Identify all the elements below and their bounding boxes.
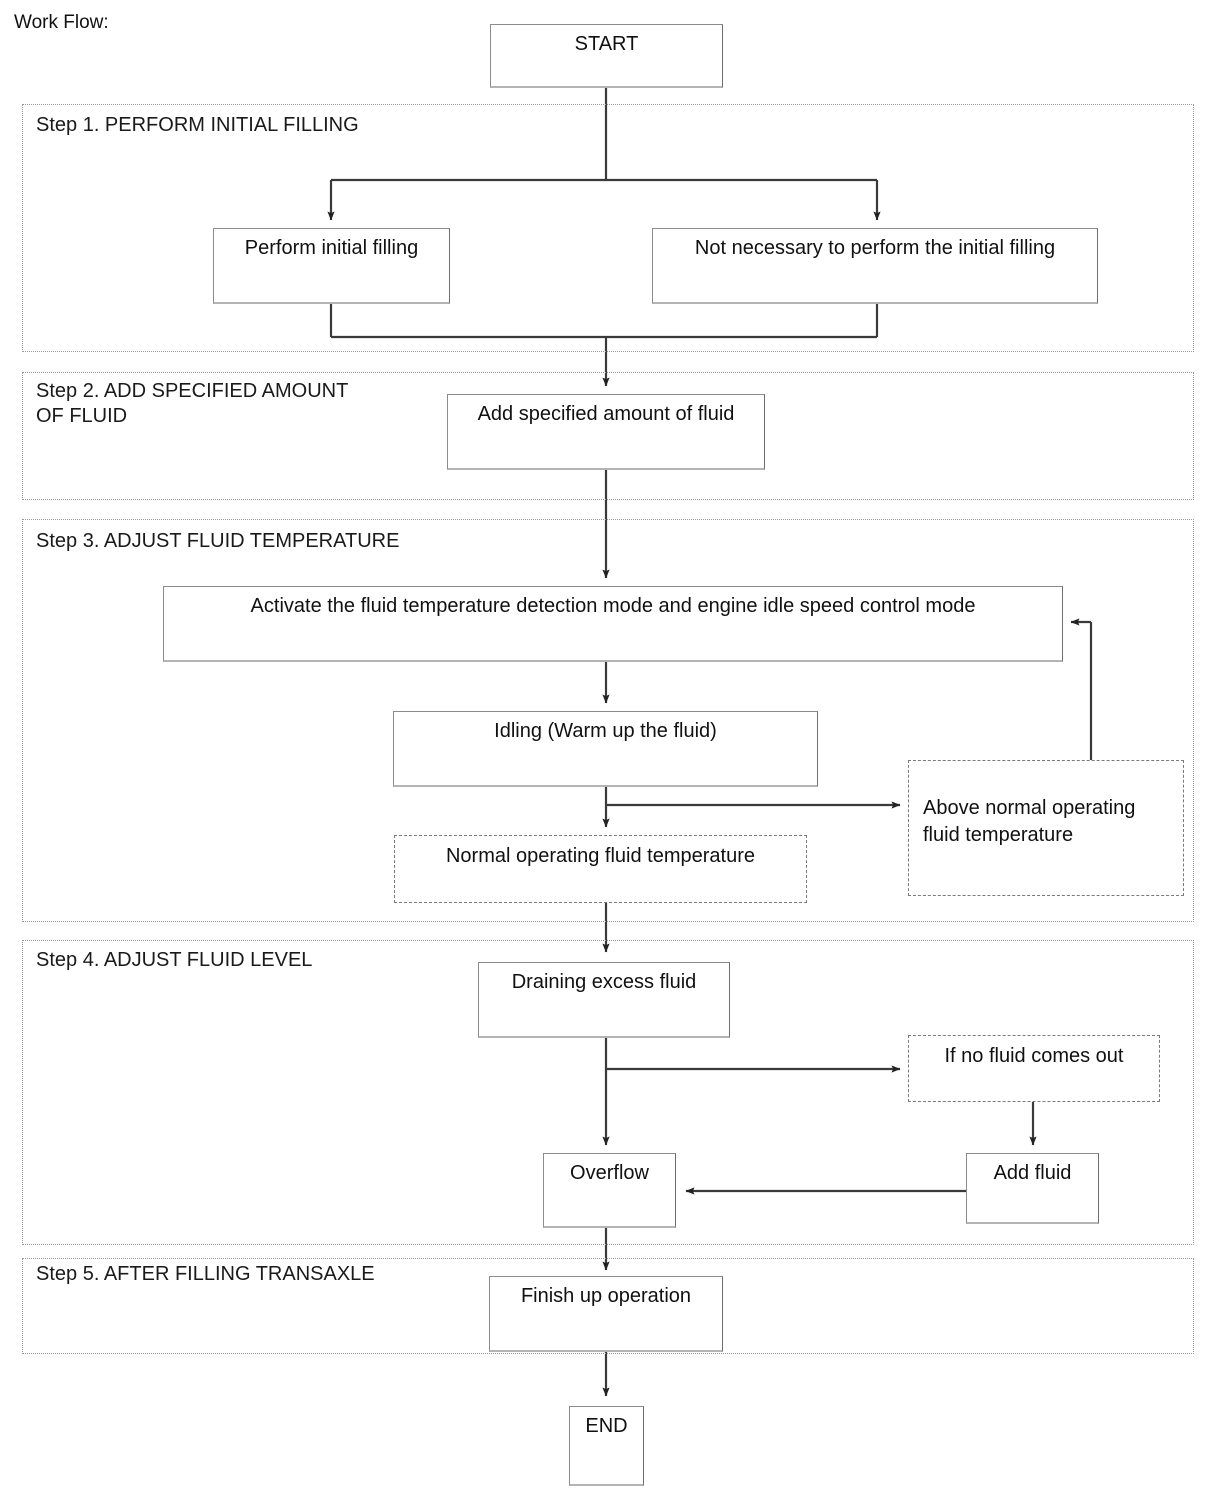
start-label: START [574,33,639,55]
node-if-no-fluid-comes-out: If no fluid comes out [908,1035,1160,1102]
node-label: Normal operating fluid temperature [445,845,756,867]
end-label: END [585,1415,628,1437]
step-5-container [22,1258,1194,1354]
node-idling-warm-up: Idling (Warm up the fluid) [393,711,818,787]
step-1-label: Step 1. PERFORM INITIAL FILLING [36,114,359,136]
step-3-container [22,519,1194,922]
end-node: END [569,1406,644,1486]
node-perform-initial-filling: Perform initial filling [213,228,450,304]
node-label: Overflow [570,1162,649,1184]
node-label: Draining excess fluid [511,971,697,993]
step-2-label: Step 2. ADD SPECIFIED AMOUNT OF FLUID [36,380,349,427]
node-above-normal-operating-fluid-temperature: Above normal operating fluid temperature [908,760,1184,896]
step-5-label: Step 5. AFTER FILLING TRANSAXLE [36,1263,375,1285]
step-2-container [22,372,1194,500]
node-normal-operating-fluid-temperature: Normal operating fluid temperature [394,835,807,903]
step-4-label: Step 4. ADJUST FLUID LEVEL [36,949,313,971]
node-label: Not necessary to perform the initial fil… [694,237,1056,259]
node-draining-excess-fluid: Draining excess fluid [478,962,730,1038]
step-1-container [22,104,1194,352]
page-title: Work Flow: [14,12,109,33]
node-activate-detection-mode: Activate the fluid temperature detection… [163,586,1063,662]
node-label: Idling (Warm up the fluid) [494,720,717,742]
node-overflow: Overflow [543,1153,676,1228]
node-label: If no fluid comes out [944,1045,1124,1067]
node-label: Add specified amount of fluid [477,403,735,425]
step-3-label: Step 3. ADJUST FLUID TEMPERATURE [36,530,400,552]
node-not-necessary-initial-filling: Not necessary to perform the initial fil… [652,228,1098,304]
node-add-fluid: Add fluid [966,1153,1099,1224]
step-4-container [22,940,1194,1245]
node-label: Perform initial filling [244,237,419,259]
node-label: Above normal operating fluid temperature [923,797,1136,846]
node-finish-up-operation: Finish up operation [489,1276,723,1352]
node-label: Add fluid [993,1162,1072,1184]
node-label: Activate the fluid temperature detection… [250,595,976,617]
node-label: Finish up operation [520,1285,692,1307]
node-add-specified-amount-of-fluid: Add specified amount of fluid [447,394,765,470]
start-node: START [490,24,723,88]
